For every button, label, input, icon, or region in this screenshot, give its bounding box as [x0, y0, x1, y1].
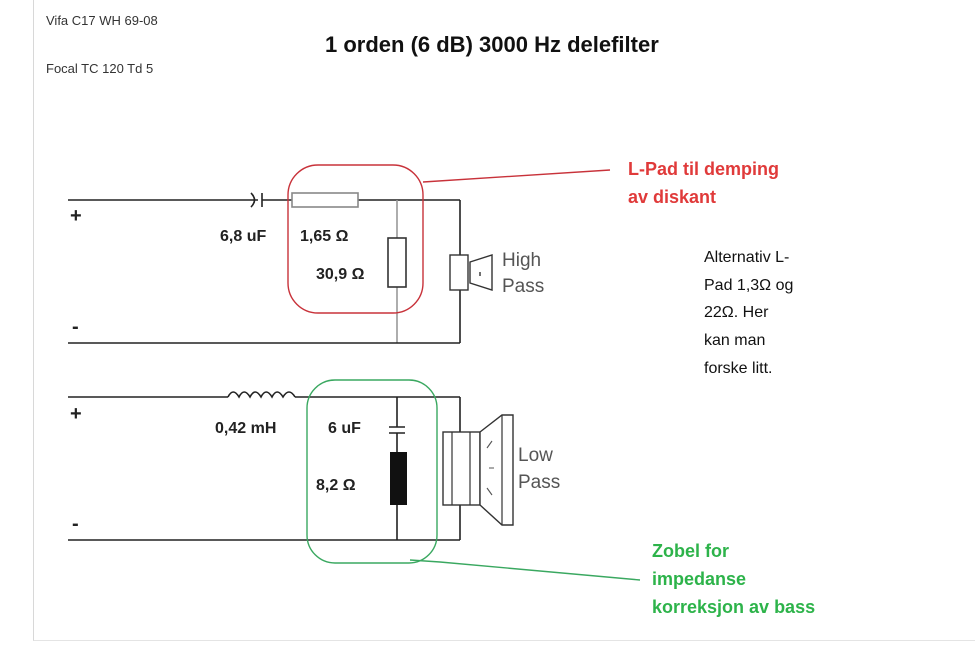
zobel-highlight	[306, 379, 438, 564]
lp-inductor	[227, 391, 296, 399]
lp-return-wire	[68, 397, 461, 541]
lp-plus-label: +	[70, 403, 82, 425]
alt-note-line: Alternativ L-	[704, 249, 789, 266]
hp-capacitor-plate-curved	[250, 192, 256, 208]
hp-series-resistor-value: 1,65 Ω	[300, 228, 349, 245]
zobel-note-line2: impedanse	[652, 569, 746, 589]
alt-note-line: forske litt.	[704, 360, 772, 377]
high-pass-circuit: + - 6,8 uF 1,65 Ω 30,9 Ω High Pass	[68, 192, 544, 344]
hp-shunt-resistor-value: 30,9 Ω	[316, 266, 365, 283]
hp-speaker-label-1: High	[502, 250, 541, 271]
alternative-note: Alternativ L- Pad 1,3Ω og 22Ω. Her kan m…	[704, 249, 793, 377]
lpad-note-line1: L-Pad til demping	[628, 159, 779, 179]
hp-series-resistor	[291, 192, 359, 208]
zobel-note-line1: Zobel for	[652, 541, 729, 561]
lp-speaker-label-2: Pass	[518, 472, 560, 493]
alt-note-line: kan man	[704, 332, 765, 349]
hp-speaker-label-2: Pass	[502, 276, 544, 297]
hp-return-wire	[68, 200, 461, 344]
hp-shunt-resistor	[387, 237, 407, 288]
lpad-highlight	[287, 164, 424, 314]
lp-zobel-capacitor-value: 6 uF	[328, 420, 361, 437]
zobel-callout-line	[409, 559, 641, 581]
hp-minus-label: -	[72, 316, 79, 338]
page-frame	[33, 0, 975, 641]
tweeter-speaker-icon	[449, 254, 493, 291]
lp-inductor-value: 0,42 mH	[215, 420, 276, 437]
alt-note-line: 22Ω. Her	[704, 304, 769, 321]
lpad-callout-line	[422, 169, 611, 183]
tweeter-model: Focal TC 120 Td 5	[46, 61, 153, 76]
diagram-title: 1 orden (6 dB) 3000 Hz delefilter	[325, 32, 659, 57]
hp-capacitor-value: 6,8 uF	[220, 228, 266, 245]
woofer-model: Vifa C17 WH 69-08	[46, 13, 158, 28]
hp-capacitor-plate	[261, 193, 460, 207]
woofer-speaker-icon	[442, 414, 514, 526]
lp-minus-label: -	[72, 513, 79, 535]
lpad-note-line2: av diskant	[628, 187, 716, 207]
lp-zobel-resistor-value: 8,2 Ω	[316, 477, 356, 494]
zobel-note-line3: korreksjon av bass	[652, 597, 815, 617]
hp-plus-label: +	[70, 205, 82, 227]
alt-note-line: Pad 1,3Ω og	[704, 277, 793, 294]
lp-speaker-label-1: Low	[518, 445, 553, 466]
lp-zobel-capacitor	[389, 397, 405, 540]
low-pass-circuit: + - 0,42 mH 6 uF 8,2 Ω Low Pass	[68, 391, 560, 541]
lp-zobel-resistor	[390, 452, 407, 505]
